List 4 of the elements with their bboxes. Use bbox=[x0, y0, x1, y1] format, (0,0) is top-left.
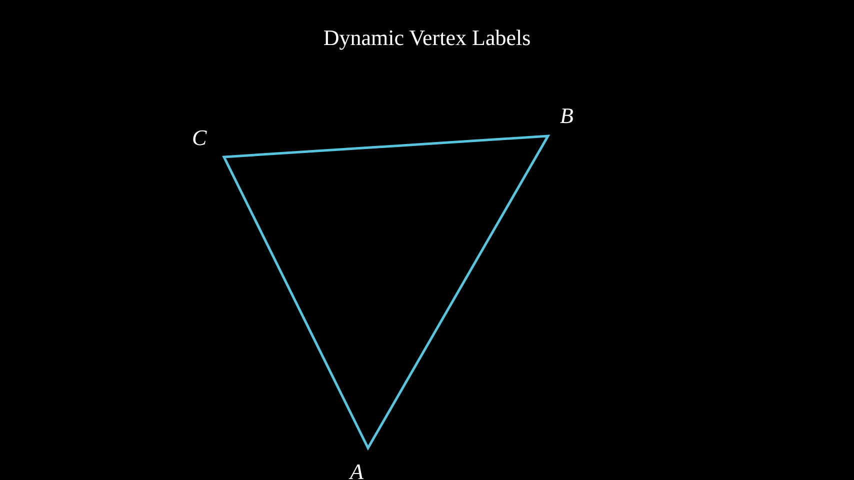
title: Dynamic Vertex Labels bbox=[322, 25, 532, 51]
vertex-label: B bbox=[560, 104, 574, 128]
vertex-label: A bbox=[350, 460, 364, 480]
vertex-label: C bbox=[192, 126, 207, 150]
